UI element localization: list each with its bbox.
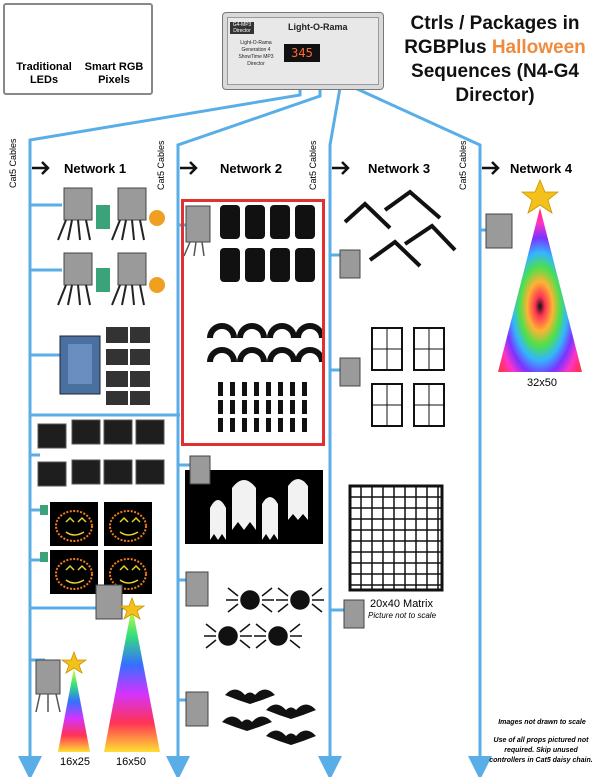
network-4-label: Network 4 <box>510 161 573 176</box>
title-line-3: Sequences (N4-G4 <box>411 61 579 82</box>
legend-pixels-label: Smart RGB Pixels <box>84 61 144 86</box>
legend-box: Traditional LEDs Smart RGB Pixels <box>3 3 153 95</box>
cat5-label-2: Cat5 Cables <box>156 140 166 190</box>
cat5-label-3: Cat5 Cables <box>308 140 318 190</box>
title-line-4: Director) <box>455 85 535 106</box>
cat5-label-4: Cat5 Cables <box>458 140 468 190</box>
tree-16x25-label: 16x25 <box>60 756 90 768</box>
director-description: Light-O-Rama Generation 4 ShowTime MP3 D… <box>238 40 274 67</box>
legend-traditional-label: Traditional LEDs <box>16 61 72 86</box>
network-3-label: Network 3 <box>368 161 431 176</box>
title-highlight: Halloween <box>491 37 586 58</box>
tree-16x50-label: 16x50 <box>116 756 146 768</box>
arrow-right-icon <box>32 161 500 175</box>
pumpkin-icon <box>40 502 152 594</box>
title-line-1: Ctrls / Packages in <box>410 13 580 34</box>
network3-props <box>339 189 457 629</box>
director-display: 345 <box>284 44 320 62</box>
g4-director-controller: G4-MP3 Director Light-O-Rama Light-O-Ram… <box>222 12 384 90</box>
director-brand: Light-O-Rama <box>288 22 348 32</box>
mini-tree-icon <box>35 584 160 752</box>
star-icon <box>60 178 560 674</box>
network-2-label: Network 2 <box>220 161 283 176</box>
matrix-note: Picture not to scale <box>368 611 437 620</box>
mega-tree-icon <box>485 208 582 372</box>
bat-icon <box>185 689 316 745</box>
network-1-label: Network 1 <box>64 161 127 176</box>
spider-icon <box>185 571 324 649</box>
network2-highlight-box <box>181 199 325 446</box>
network2-red-box-items <box>183 205 325 432</box>
ghost-icon <box>185 455 323 544</box>
director-faceplate: G4-MP3 Director Light-O-Rama Light-O-Ram… <box>227 17 379 85</box>
cat5-label-1: Cat5 Cables <box>8 138 18 188</box>
page-title: Ctrls / Packages in RGBPlus Halloween Se… <box>400 12 590 108</box>
flood-light-icon <box>37 419 165 487</box>
matrix-label: 20x40 Matrix <box>370 598 433 610</box>
director-tag: G4-MP3 Director <box>230 22 254 34</box>
title-line-2-prefix: RGBPlus <box>404 37 492 58</box>
tree-32x50-label: 32x50 <box>527 377 557 389</box>
usage-note: Use of all props pictured not required. … <box>489 737 593 764</box>
network1-props <box>57 187 165 405</box>
title-line-2: RGBPlus Halloween <box>400 36 590 60</box>
scale-note: Images not drawn to scale <box>498 719 586 726</box>
